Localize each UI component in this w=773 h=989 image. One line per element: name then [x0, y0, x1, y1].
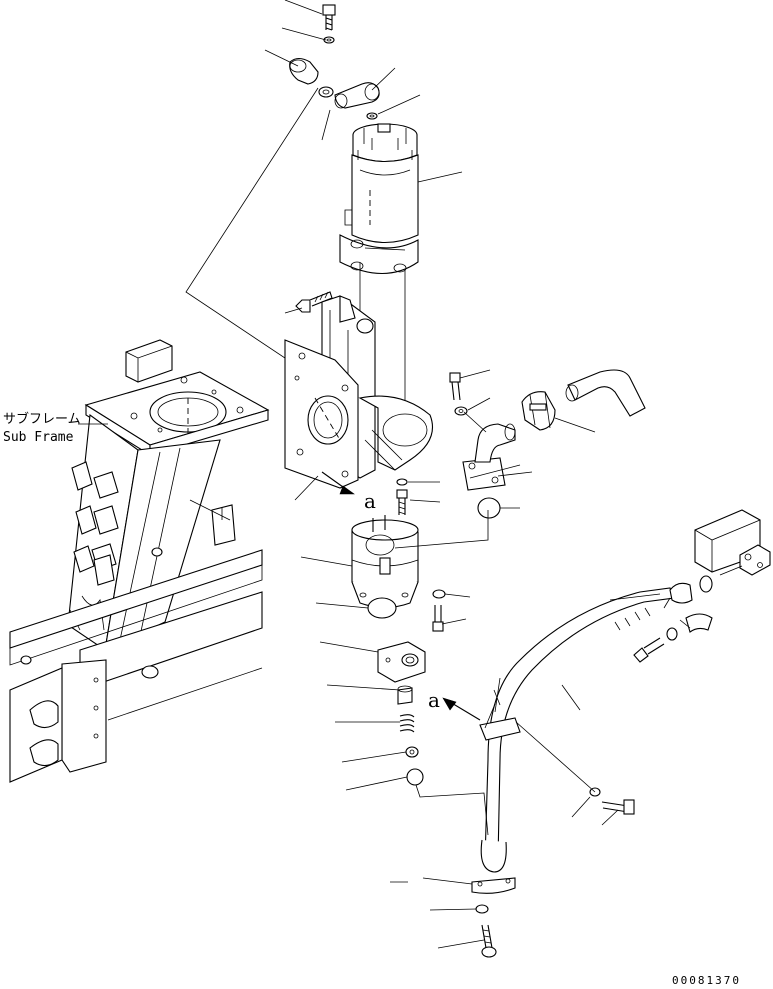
- drawing-id: 00081370: [672, 974, 741, 987]
- hose-band: [521, 391, 556, 431]
- pump-washer: [396, 478, 408, 486]
- pump-lower-bolt: [432, 605, 444, 632]
- pipe-clip-bolt: [589, 787, 635, 815]
- main-frame-rail: [9, 549, 263, 783]
- elbow-fitting-right: [334, 82, 380, 109]
- ball: [406, 768, 424, 786]
- pipe-clamp-lower: [471, 877, 516, 894]
- suction-hose: [565, 369, 646, 417]
- valve-block: [377, 641, 426, 683]
- clamp-bolt: [481, 924, 497, 958]
- pipe-bolt: [633, 637, 665, 663]
- leader-lines-lower: [284, 307, 691, 949]
- pipe-washer: [666, 627, 678, 641]
- top-washer: [323, 36, 335, 44]
- pipe-end-o-ring: [699, 575, 713, 593]
- ref-a-upper: a: [364, 489, 376, 513]
- check-valve-seat: [397, 685, 413, 705]
- sub-frame-label-jp: サブフレーム: [3, 411, 81, 427]
- pump-lower-washer: [432, 589, 446, 599]
- pipe-end-block: [694, 509, 771, 576]
- o-ring: [477, 497, 501, 519]
- hose-clamp: [318, 86, 334, 98]
- clamp-washer: [475, 904, 489, 914]
- hydraulic-pump: [351, 515, 419, 609]
- flange-washer: [454, 406, 468, 416]
- sub-frame-label-en: Sub Frame: [3, 430, 74, 445]
- spring: [399, 714, 415, 733]
- flange-bolt: [449, 372, 461, 401]
- ref-a-lower: a: [428, 688, 440, 712]
- elbow-fitting-left: [289, 57, 319, 85]
- pipe-clamp-upper: [669, 582, 693, 604]
- pipe-clamp-lower-right: [685, 613, 713, 633]
- top-bolt: [322, 4, 336, 31]
- motor-washer: [366, 112, 378, 120]
- plug: [367, 597, 397, 619]
- suction-flange: [462, 423, 516, 491]
- ball-washer: [405, 746, 419, 758]
- electric-motor: [344, 123, 419, 243]
- pipe-clip: [479, 703, 521, 741]
- bracket-plate: [284, 339, 359, 489]
- pump-bolt: [396, 489, 408, 515]
- delivery-pipe: [480, 587, 675, 873]
